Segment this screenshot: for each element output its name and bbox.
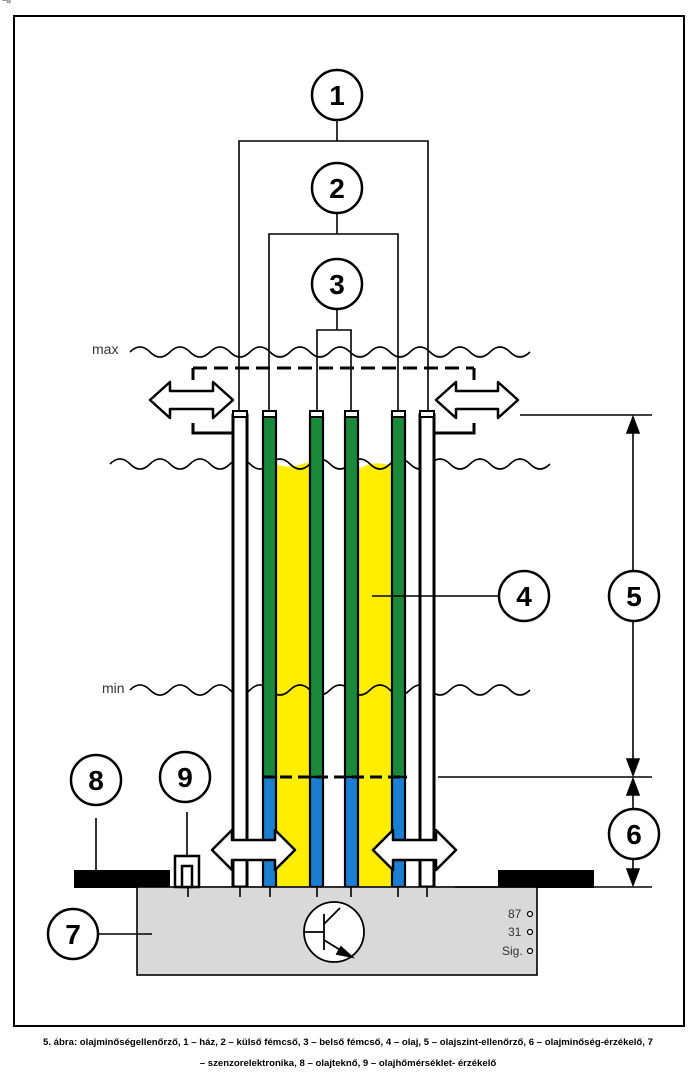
dimension-lines: [438, 414, 652, 888]
terminal-87: 87: [508, 907, 522, 921]
callout-6-number: 6: [626, 819, 642, 850]
callout-9-number: 9: [177, 762, 193, 793]
max-level-wave: [129, 346, 531, 358]
terminal-sig: Sig.: [502, 944, 523, 958]
top-right-double-arrow: [434, 380, 520, 420]
callout-numbers: 1 2 3 4 5 6 7 8 9: [65, 80, 642, 950]
connector-pins: [187, 887, 428, 897]
callout-8-number: 8: [88, 765, 104, 796]
terminal-31: 31: [508, 925, 522, 939]
top-left-double-arrow: [148, 380, 235, 420]
callout-5-number: 5: [626, 581, 642, 612]
oil-fill: [276, 462, 310, 886]
oil-pan: [74, 870, 594, 888]
inner-metal-tubes: [308, 413, 360, 889]
figure-caption-line-2: – szenzorelektronika, 8 – olajteknő, 9 –…: [199, 1058, 497, 1069]
top-housing-dashed: [191, 366, 476, 435]
min-level-wave: [129, 684, 531, 696]
bottom-flow-arrows: [210, 828, 458, 872]
callout-8-circle: [69, 753, 123, 807]
leader-lines: [95, 595, 499, 935]
bottom-left-double-arrow: [210, 828, 297, 872]
callout-3-circle: [310, 257, 364, 311]
callout-7-number: 7: [65, 919, 81, 950]
callout-2-number: 2: [329, 173, 345, 204]
callout-1-circle: [310, 68, 364, 122]
tube-caps: [232, 410, 435, 418]
callout-4-number: 4: [516, 581, 532, 612]
min-label: min: [102, 680, 125, 696]
callout-7-circle: [46, 907, 100, 961]
callout-9-circle: [158, 750, 212, 804]
oil-surface-wave: [109, 458, 551, 470]
oil-temperature-sensor: [173, 854, 201, 889]
callout-6-circle: [607, 807, 661, 861]
oil-fill-right: [358, 463, 392, 886]
figure-caption-line-1: 5. ábra: olajminőségellenőrző, 1 – ház, …: [43, 1037, 653, 1048]
terminal-pins: [526, 910, 534, 955]
transistor-icon: [303, 901, 365, 963]
bottom-right-double-arrow: [371, 828, 458, 872]
callout-circles: [46, 68, 661, 961]
max-label: max: [92, 341, 118, 357]
callout-brackets: [238, 119, 429, 415]
diagram-frame: [13, 15, 685, 1027]
header-fragment: ajj: [2, 0, 11, 3]
top-flow-arrows: [148, 380, 520, 420]
callout-4-circle: [497, 569, 551, 623]
callout-2-circle: [310, 161, 364, 215]
oil-wave-lines: [109, 346, 551, 696]
callout-5-circle: [607, 569, 661, 623]
callout-3-number: 3: [329, 269, 345, 300]
callout-1-number: 1: [329, 80, 345, 111]
